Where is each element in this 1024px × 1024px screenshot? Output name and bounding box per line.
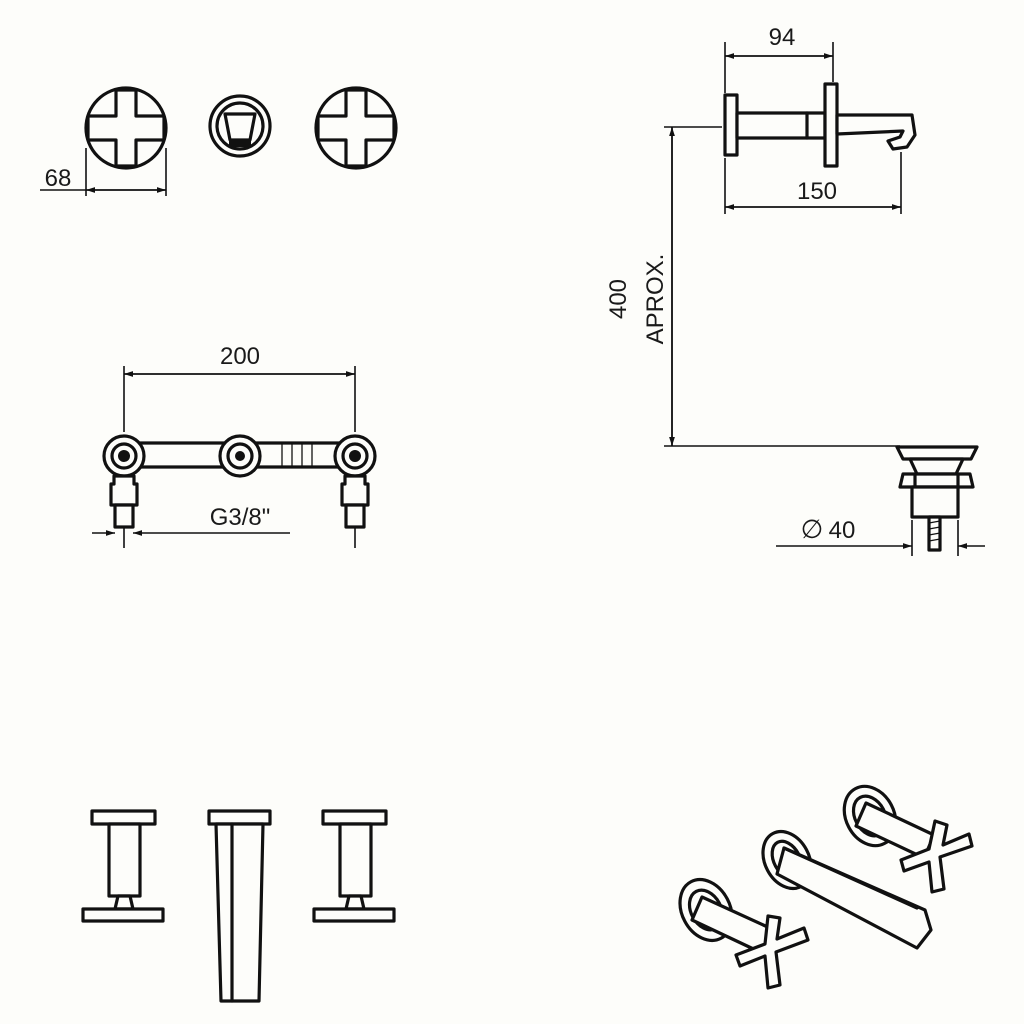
spout-height-note: APROX.	[642, 254, 669, 345]
waste-diameter-label: 40	[829, 517, 856, 544]
valve-right	[333, 434, 377, 529]
perspective-handle-right	[842, 784, 974, 894]
elevation-view	[81, 809, 396, 1003]
spout-height-label: 400	[605, 279, 632, 319]
spout-length-label: 150	[797, 178, 837, 205]
dimension-spout-length: 150	[724, 152, 902, 214]
spout-outlet	[208, 94, 272, 158]
handle-elevation-left	[81, 809, 165, 923]
cross-handle-right	[314, 86, 398, 170]
perspective-view	[678, 784, 974, 990]
perspective-spout	[761, 829, 933, 950]
side-view: 94 150 400 APROX.	[605, 24, 985, 556]
waste-diameter-symbol: ∅	[801, 514, 824, 544]
dimension-waste-diameter: ∅ 40	[776, 514, 985, 556]
spout-side-profile	[723, 82, 917, 168]
valve-center	[218, 434, 262, 478]
dimension-spout-wall: 94	[724, 24, 834, 93]
front-view: 68	[40, 86, 398, 196]
dimension-spout-height: 400 APROX.	[605, 126, 900, 447]
thread-label: G3/8"	[210, 504, 271, 531]
spout-elevation	[207, 809, 272, 1003]
waste-drain	[895, 445, 979, 552]
cross-handle-left	[84, 86, 168, 170]
spout-wall-label: 94	[769, 24, 796, 51]
dimension-handle-spacing: 200	[123, 343, 356, 432]
handle-spacing-label: 200	[220, 343, 260, 370]
perspective-handle-left	[678, 877, 810, 990]
dimension-handle-diameter: 68	[40, 148, 167, 196]
rough-in-body: 200 G3/8"	[92, 343, 377, 548]
handle-diameter-label: 68	[45, 165, 72, 192]
handle-elevation-right	[312, 809, 396, 923]
valve-left	[102, 434, 146, 529]
dimension-thread: G3/8"	[92, 504, 356, 548]
